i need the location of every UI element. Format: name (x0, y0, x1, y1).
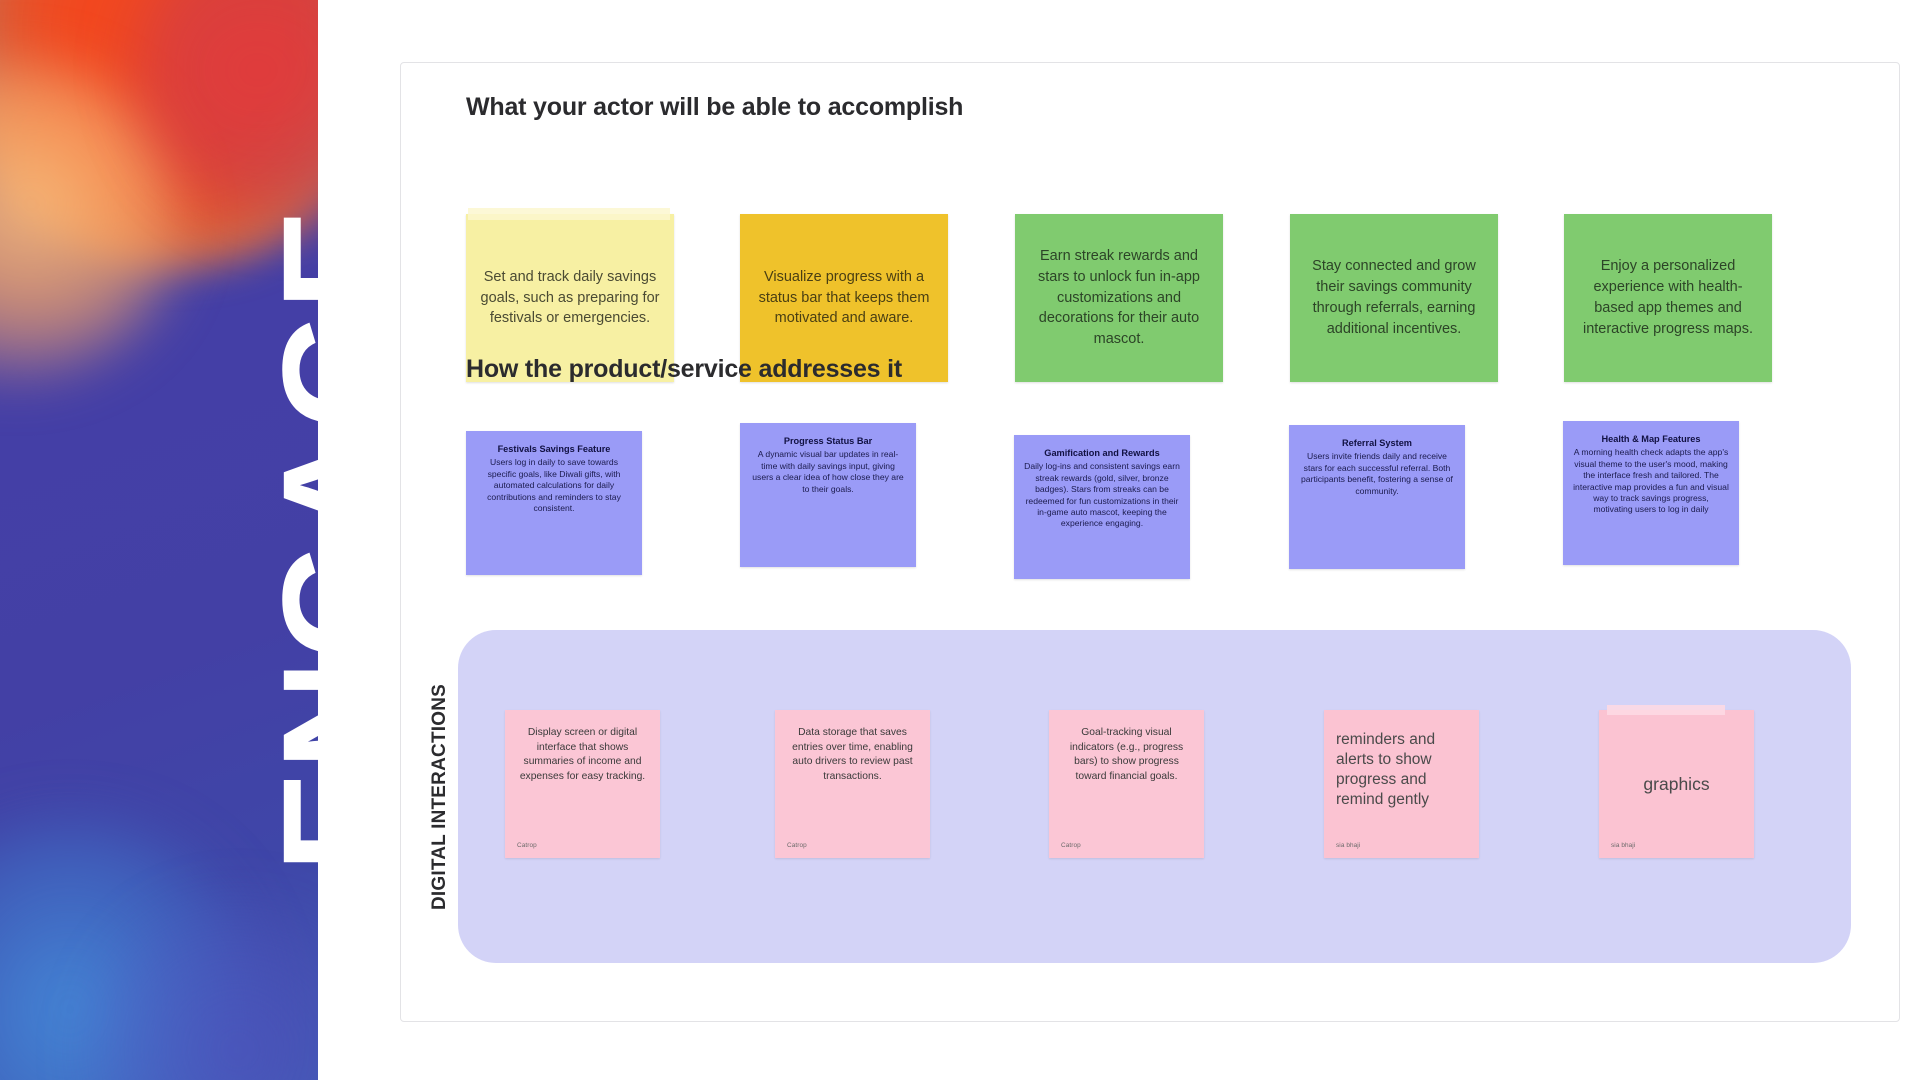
sticky-note-author: Catrop (1061, 841, 1081, 849)
sticky-note-body: Display screen or digital interface that… (519, 727, 646, 782)
board-card: What your actor will be able to accompli… (400, 62, 1900, 1022)
sticky-note[interactable]: Data storage that saves entries over tim… (775, 710, 930, 858)
left-gradient-panel: ENGAGE (0, 0, 318, 1080)
sticky-note[interactable]: Display screen or digital interface that… (505, 710, 660, 858)
sticky-note-author: Catrop (787, 841, 807, 849)
digital-interactions-label: DIGITAL INTERACTIONS (425, 630, 455, 963)
sticky-note[interactable]: Visualize progress with a status bar tha… (740, 214, 948, 382)
sticky-note[interactable]: graphics sia bhaji (1599, 705, 1754, 858)
sticky-note-body: reminders and alerts to show progress an… (1336, 731, 1436, 809)
sticky-note-body: A dynamic visual bar updates in real-tim… (752, 449, 904, 494)
sticky-note[interactable]: Gamification and Rewards Daily log-ins a… (1014, 435, 1190, 579)
engage-title: ENGAGE (0, 0, 318, 1080)
sticky-note[interactable]: Enjoy a personalized experience with hea… (1564, 214, 1772, 382)
section-heading-addresses: How the product/service addresses it (466, 355, 903, 383)
sticky-note-author: sia bhaji (1611, 841, 1636, 849)
sticky-note-body: Users log in daily to save towards speci… (487, 457, 621, 513)
sticky-note-title: Health & Map Features (1601, 434, 1701, 444)
engage-title-text: ENGAGE (251, 207, 318, 873)
sticky-note-author: sia bhaji (1336, 841, 1361, 849)
addresses-notes-row: Festivals Savings Feature Users log in d… (466, 413, 1856, 603)
sticky-note-title: Festivals Savings Feature (497, 444, 611, 454)
sticky-note[interactable]: Progress Status Bar A dynamic visual bar… (740, 423, 916, 567)
sticky-note[interactable]: Health & Map Features A morning health c… (1563, 421, 1739, 565)
sticky-note-author: Catrop (517, 841, 537, 849)
section-heading-accomplish: What your actor will be able to accompli… (466, 93, 964, 121)
sticky-note[interactable]: reminders and alerts to show progress an… (1324, 710, 1479, 858)
workspace: What your actor will be able to accompli… (318, 0, 1920, 1080)
sticky-note[interactable]: Goal-tracking visual indicators (e.g., p… (1049, 710, 1204, 858)
sticky-note-body: graphics (1643, 773, 1710, 794)
sticky-note-body: Daily log-ins and consistent savings ear… (1024, 461, 1180, 529)
sticky-note-title: Gamification and Rewards (1044, 448, 1160, 458)
sticky-note-body: Goal-tracking visual indicators (e.g., p… (1069, 727, 1184, 782)
sticky-note[interactable]: Stay connected and grow their savings co… (1290, 214, 1498, 382)
sticky-note-title: Referral System (1342, 438, 1412, 448)
digital-interactions-band: Display screen or digital interface that… (458, 630, 1851, 963)
sticky-note-body: A morning health check adapts the app's … (1573, 447, 1729, 515)
sticky-note-body: Data storage that saves entries over tim… (792, 727, 913, 782)
sticky-note-title: Progress Status Bar (783, 436, 873, 446)
digital-interactions-label-text: DIGITAL INTERACTIONS (429, 683, 450, 910)
sticky-note[interactable]: Festivals Savings Feature Users log in d… (466, 431, 642, 575)
sticky-note[interactable]: Earn streak rewards and stars to unlock … (1015, 214, 1223, 382)
sticky-note-body: Users invite friends daily and receive s… (1301, 451, 1453, 496)
sticky-note[interactable]: Referral System Users invite friends dai… (1289, 425, 1465, 569)
sticky-note[interactable]: Set and track daily savings goals, such … (466, 208, 674, 382)
accomplish-notes-row: Set and track daily savings goals, such … (466, 153, 1856, 382)
